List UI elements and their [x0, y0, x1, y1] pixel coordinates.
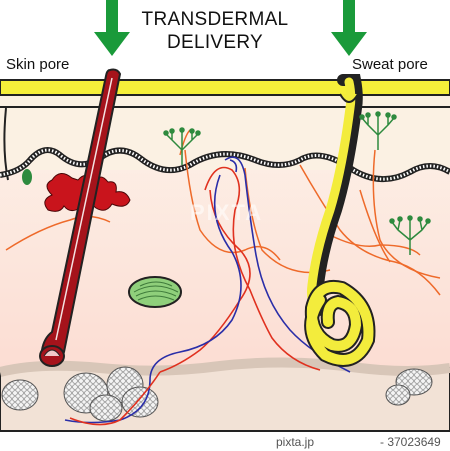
credit-site: pixta.jp — [276, 435, 315, 449]
stratum-corneum — [0, 79, 450, 96]
hair-core — [55, 77, 113, 341]
fat-band-upper — [0, 357, 450, 377]
diagram-title: TRANSDERMAL DELIVERY — [120, 8, 310, 54]
merkel-cell — [22, 169, 32, 185]
watermark: PIXTA — [190, 200, 264, 225]
title-line-1: TRANSDERMAL — [141, 9, 289, 30]
free-nerve-ending-3 — [389, 215, 431, 255]
credit-id: - 37023649 — [380, 435, 441, 449]
down-arrow-icon — [331, 0, 367, 56]
down-arrow-icon — [94, 0, 130, 56]
credit-bar: pixta.jp - 37023649 — [0, 433, 450, 451]
hair-papilla — [43, 349, 61, 357]
free-nerve-ending-1 — [163, 127, 201, 165]
nerve-fibers — [5, 129, 441, 296]
skin-pore-label: Skin pore — [6, 56, 70, 73]
title-line-2: DELIVERY — [166, 32, 264, 53]
fat-cell-cluster — [1, 366, 433, 422]
blood-vessels — [64, 156, 351, 426]
sweat-gland-coil — [304, 280, 376, 367]
pacinian-corpuscle — [128, 276, 182, 308]
free-nerve-ending-2 — [359, 111, 397, 150]
sweat-duct-fill — [307, 77, 356, 315]
basal-membrane-dots — [0, 148, 450, 181]
sweat-pore-label: Sweat pore — [352, 56, 428, 73]
sweat-pore-funnel — [339, 93, 359, 103]
